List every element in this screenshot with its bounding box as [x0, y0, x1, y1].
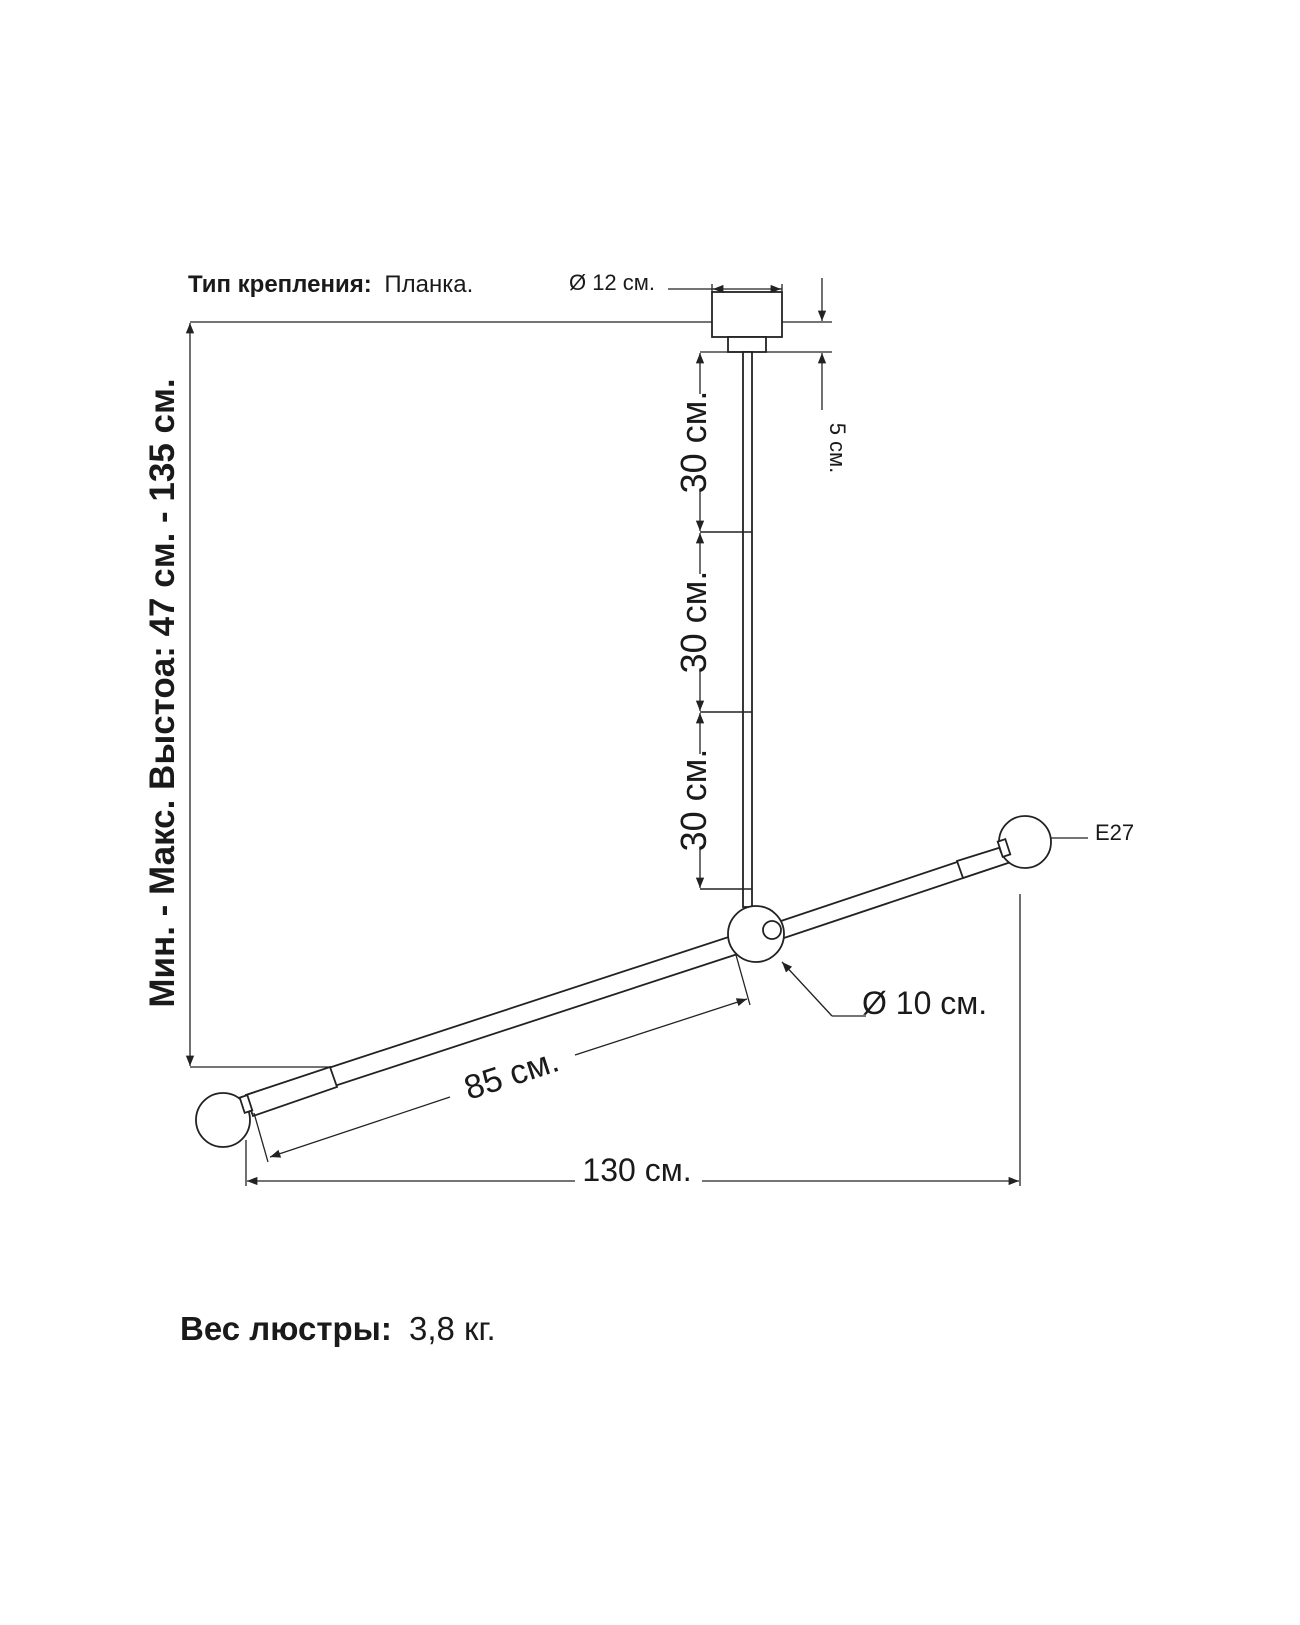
mount-type-text: Тип крепления: Планка.	[188, 271, 473, 298]
bulb-right	[996, 815, 1052, 869]
sphere-diameter-leader	[781, 961, 866, 1017]
center-hub-cap	[762, 920, 782, 940]
short-arm	[764, 844, 1013, 944]
weight-text: Вес люстры: 3,8 кг.	[180, 1310, 496, 1347]
socket-label: E27	[1095, 820, 1134, 845]
weight-value: 3,8 кг.	[409, 1310, 496, 1347]
height-range-label: Мин. - Макс. Выстоа: 47 см. - 135 см.	[143, 378, 182, 1007]
canopy-diameter-dimension	[668, 284, 783, 294]
total-width-label: 130 см.	[582, 1152, 691, 1188]
width-dimension	[245, 894, 1021, 1186]
center-hub-sphere	[727, 905, 785, 963]
bulb-left	[195, 1092, 254, 1148]
sphere-diameter-label: Ø 10 см.	[862, 985, 987, 1021]
rod-segment-1-label: 30 см.	[673, 391, 714, 494]
canopy	[711, 291, 783, 353]
arm-length-label: 85 см.	[460, 1041, 564, 1107]
rod-segment-2-label: 30 см.	[673, 571, 714, 674]
weight-label: Вес люстры:	[180, 1310, 392, 1347]
height-dimension	[185, 321, 712, 1068]
mount-type-value: Планка.	[384, 271, 473, 298]
canopy-height-label: 5 см.	[825, 423, 850, 474]
rod-segment-3-label: 30 см.	[673, 749, 714, 852]
arm-length-dimension	[253, 954, 751, 1163]
canopy-height-dimension	[766, 278, 832, 410]
canopy-diameter-label: Ø 12 см.	[569, 270, 655, 295]
rod-segments-dimension	[695, 351, 742, 888]
mount-type-label: Тип крепления:	[188, 271, 372, 298]
